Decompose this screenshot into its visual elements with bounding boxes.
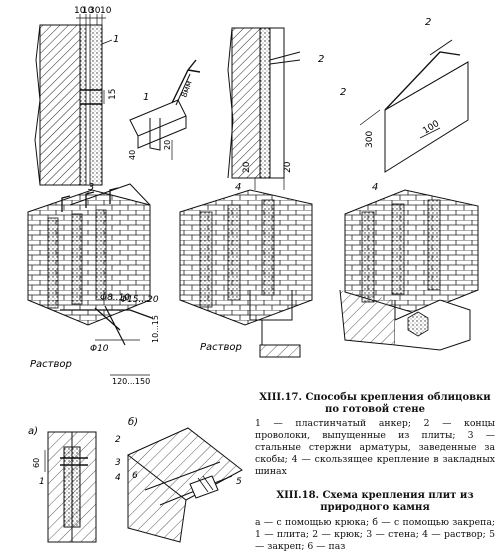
fig1-anchor-plate [129,59,201,160]
fig2-dim-300: 300 [365,131,375,148]
fig3-mortar-mid: Раствор [200,342,242,353]
fig3-middle-view [179,189,313,358]
fig4-num-3: 3 [115,458,121,468]
fig3-dim-10-15: 10...15 [151,315,160,343]
fig3-callout-4b: 4 [372,182,378,193]
fig3-callout-4a: 4 [235,182,241,193]
fig4-label-a: а) [28,426,38,437]
fig1-anchor-label: 1 [143,92,149,103]
fig1-dim-10c: 10 [100,6,112,16]
fig1-wall-section [34,14,113,186]
fig1-anchor-40: 40 [128,150,137,160]
fig3-phi15: Φ15...20 [120,295,159,305]
fig1-dim-15: 15 [108,89,118,100]
fig2-callout-2b: 2 [318,54,324,65]
fig4-view-b [127,427,243,543]
fig4-section-a [44,431,97,543]
fig3-mortar-left: Раствор [30,359,72,370]
caption-xiii18-body: а — с помощью крюка; б — с помощью закре… [255,517,495,552]
fig3-left-view [27,183,153,376]
fig2-slab-perspective [359,39,469,173]
fig1-dim-10b: 10 [82,6,94,16]
caption-xiii18-title: XIII.18. Схема крепления плит из природн… [276,490,474,513]
fig4-num-5: 5 [236,477,242,487]
fig2-callout-2a: 2 [425,17,431,28]
fig4-num-6: 6 [132,471,138,481]
fig2-dim-20a: 20 [242,161,252,173]
caption-xiii17-body: 1 — пластинчатый анкер; 2 — концы провол… [255,418,495,477]
fig2-dim-20b: 20 [283,161,293,173]
fig3-dim-120: 120...150 [112,377,150,386]
fig1-anchor-20: 20 [163,140,172,150]
fig2-callout-2c: 2 [340,87,346,98]
fig1-dim-30: 30 [89,6,101,16]
fig3-phi10: Φ10 [90,344,109,354]
fig4-label-b: б) [128,416,138,428]
fig2-wall-section [227,27,301,190]
fig4-num-2: 2 [115,435,121,445]
fig3-callout-3: 3 [88,182,94,193]
fig4-num-4: 4 [115,473,121,483]
fig3-phi8: Φ8..10 [100,293,130,303]
fig4-num-1: 1 [39,477,45,487]
fig4-dim-60: 60 [32,458,41,468]
caption-xiii17-title: XIII.17. Способы крепления облицовки по … [259,392,491,415]
fig1-callout-1: 1 [113,34,119,45]
fig1-dim-10a: 10 [74,6,86,16]
fig3-right-view [339,189,479,351]
